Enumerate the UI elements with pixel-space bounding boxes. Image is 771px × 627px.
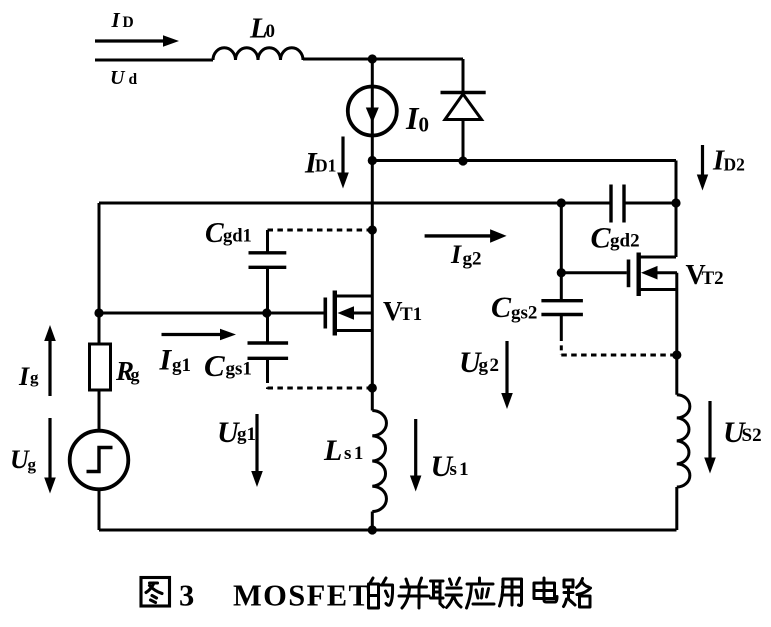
svg-text:D1: D1 xyxy=(315,156,336,176)
svg-text:g2: g2 xyxy=(463,249,482,270)
svg-text:s1: s1 xyxy=(344,443,366,464)
svg-text:I: I xyxy=(405,100,420,136)
svg-text:gs1: gs1 xyxy=(226,359,252,380)
svg-text:s1: s1 xyxy=(450,459,471,480)
svg-text:I: I xyxy=(159,344,173,377)
svg-text:MOSFET: MOSFET xyxy=(233,579,370,613)
svg-text:D: D xyxy=(123,14,134,31)
svg-text:U: U xyxy=(110,67,126,89)
svg-text:g1: g1 xyxy=(172,355,191,376)
svg-text:D2: D2 xyxy=(724,155,745,175)
svg-text:g: g xyxy=(30,368,39,387)
svg-text:U: U xyxy=(10,445,30,474)
svg-text:gd2: gd2 xyxy=(610,231,640,252)
svg-text:V: V xyxy=(383,296,403,326)
svg-text:g: g xyxy=(28,455,37,474)
svg-text:V: V xyxy=(686,260,706,291)
svg-text:I: I xyxy=(712,146,725,177)
svg-text:gd1: gd1 xyxy=(223,227,252,247)
svg-text:I: I xyxy=(18,362,30,391)
svg-text:T1: T1 xyxy=(400,304,422,325)
svg-text:C: C xyxy=(204,348,225,383)
svg-text:U: U xyxy=(459,346,482,379)
svg-text:U: U xyxy=(217,416,240,449)
svg-text:d: d xyxy=(129,71,138,88)
svg-text:C: C xyxy=(491,291,512,324)
svg-text:I: I xyxy=(450,240,462,269)
svg-text:C: C xyxy=(205,218,224,249)
svg-text:U: U xyxy=(431,450,454,483)
svg-text:C: C xyxy=(591,222,612,255)
svg-text:I: I xyxy=(304,147,318,180)
svg-text:S2: S2 xyxy=(742,425,762,446)
svg-text:gs2: gs2 xyxy=(511,303,537,324)
svg-text:R: R xyxy=(115,356,134,386)
svg-text:I: I xyxy=(111,8,121,32)
svg-text:L: L xyxy=(323,434,342,467)
svg-text:3: 3 xyxy=(179,579,194,613)
svg-text:g: g xyxy=(131,365,140,385)
svg-text:g1: g1 xyxy=(237,424,256,445)
svg-text:g2: g2 xyxy=(479,355,501,376)
svg-text:0: 0 xyxy=(266,21,276,42)
svg-text:U: U xyxy=(723,416,746,449)
svg-text:0: 0 xyxy=(419,113,430,137)
svg-text:T2: T2 xyxy=(702,268,724,289)
svg-text:L: L xyxy=(249,13,268,45)
